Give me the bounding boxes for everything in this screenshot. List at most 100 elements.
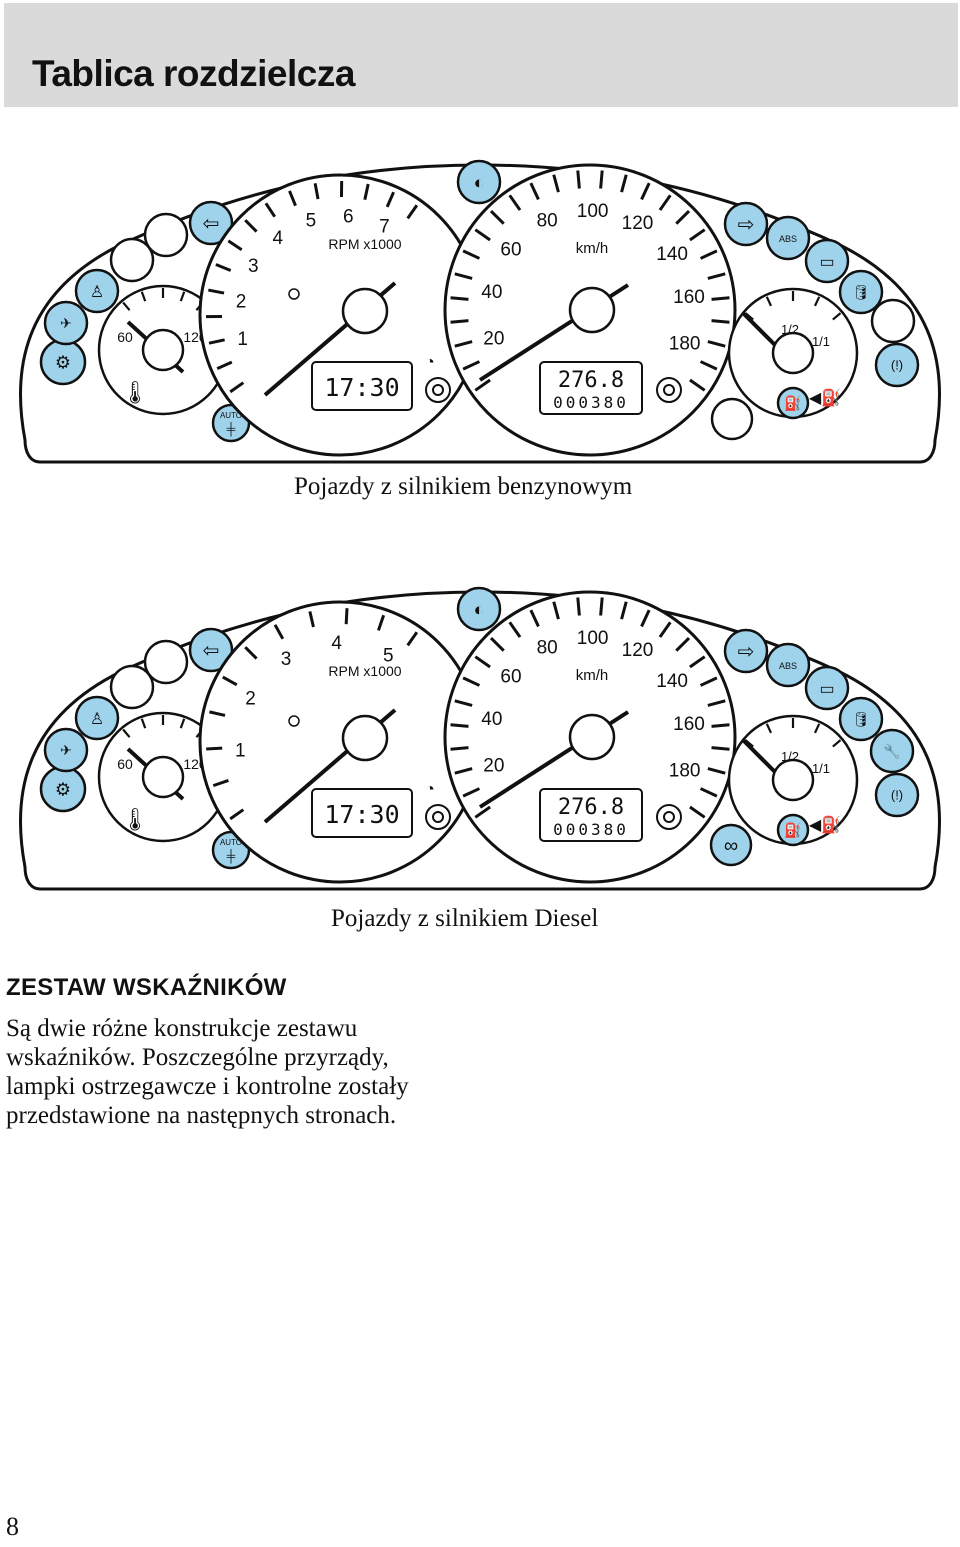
speedometer-tick: [699, 249, 718, 260]
speedometer-hub: [568, 713, 616, 761]
fuel-gauge-hub: [771, 331, 815, 375]
speedometer-tick: [711, 723, 730, 728]
fuel-mark-full: 1/1: [812, 761, 830, 776]
right-turn-signal-icon-glyph: ⇨: [738, 214, 755, 236]
speedometer-tick: [489, 636, 505, 652]
battery-lamp-icon-ring: [804, 665, 850, 711]
battery-lamp-icon-glyph: ▭: [819, 681, 834, 698]
speedometer-tick: [620, 601, 628, 620]
tachometer-tick: [264, 202, 276, 218]
speed-unit-label: km/h: [576, 240, 609, 257]
speedometer-tick: [454, 699, 473, 707]
temp-mark-low: 60: [117, 756, 133, 772]
trip-value: 276.8: [558, 368, 624, 393]
brake-warning-lamp-icon-ring: [874, 772, 920, 818]
clock-set-button-inner: [432, 811, 444, 823]
paragraph-line: Są dwie różne konstrukcje zestawu: [6, 1015, 358, 1042]
glow-plug-lamp-icon: ∞: [709, 823, 753, 867]
speedometer-tick: [599, 597, 604, 616]
tachometer-tick: [215, 263, 232, 272]
temp-gauge-tick: [140, 718, 147, 729]
blank-lamp: [109, 237, 155, 283]
coolant-temperature-icon: 🌡: [121, 380, 149, 405]
oil-pressure-lamp-icon: 🛢: [838, 269, 884, 315]
left-turn-signal-icon: ⇦: [188, 200, 234, 246]
right-turn-signal-icon-ring: [723, 201, 769, 247]
speedometer-tick: [707, 272, 726, 280]
tachometer-tick: [209, 710, 226, 717]
paragraph-line: lampki ostrzegawcze i kontrolne zostały: [6, 1073, 409, 1100]
speed-number: 60: [500, 240, 521, 261]
brake-warning-lamp-icon: (!): [874, 342, 920, 388]
fuel-gauge-tick: [813, 723, 821, 734]
odometer-value: 000380: [553, 820, 629, 839]
page-title: Tablica rozdzielcza: [32, 53, 355, 94]
tachometer-tick: [376, 614, 386, 631]
left-turn-signal-icon-ring: [188, 200, 234, 246]
brake-warning-lamp-icon-glyph: (!): [891, 788, 903, 803]
rpm-number: 4: [272, 228, 283, 249]
speedometer-tick: [529, 182, 540, 201]
speedometer-tick: [707, 340, 726, 348]
tachometer-tick: [212, 778, 229, 788]
left-turn-signal-icon-ring: [188, 627, 234, 673]
headlamp-lamp-icon-glyph: ◐: [474, 172, 485, 192]
service-wrench-lamp-icon: 🔧: [869, 728, 915, 774]
tachometer-hub: [341, 714, 389, 762]
service-wrench-lamp-icon-ring: [869, 728, 915, 774]
clock-display: [311, 788, 413, 838]
fuel-gauge-tick: [765, 296, 773, 307]
rpm-number: 5: [306, 210, 317, 231]
odometer-display: [539, 361, 643, 415]
speedometer-tick: [707, 767, 726, 775]
headlamp-lamp-icon: ◐: [456, 159, 502, 205]
speedometer-tick: [599, 170, 604, 189]
speedometer-tick: [454, 767, 473, 775]
right-turn-signal-icon-glyph: ⇨: [738, 641, 755, 663]
tachometer-tick: [222, 675, 238, 687]
rpm-number: 2: [236, 292, 247, 313]
coolant-temperature-icon: 🌡: [121, 807, 149, 832]
speedometer-tick: [711, 296, 730, 301]
fuel-gauge-tick: [832, 312, 842, 321]
temp-gauge-hub: [141, 755, 185, 799]
airbag-lamp-icon-glyph: ✈: [60, 315, 72, 331]
tachometer-tick: [313, 183, 320, 200]
speed-number: 80: [537, 211, 558, 232]
speed-number: 120: [622, 640, 654, 661]
tachometer-tick: [363, 183, 370, 200]
headlamp-lamp-icon-ring: [456, 159, 502, 205]
speed-unit-label: km/h: [576, 667, 609, 684]
speedometer-tick: [640, 182, 651, 201]
speedometer-tick: [675, 209, 691, 225]
brake-warning-lamp-icon-ring: [874, 342, 920, 388]
speed-number: 60: [500, 667, 521, 688]
low-fuel-lamp-icon: ⛽: [776, 386, 810, 420]
speedometer-tick: [462, 249, 481, 260]
auto-label: AUTO: [220, 838, 242, 847]
service-wrench-lamp-icon-glyph: 🔧: [883, 742, 900, 760]
oil-pressure-lamp-icon-ring: [838, 696, 884, 742]
battery-lamp-icon: ▭: [804, 665, 850, 711]
section-title: ZESTAW WSKAŹNIKÓW: [6, 974, 287, 1001]
engine-check-lamp-icon-glyph: ⚙: [55, 779, 71, 799]
tachometer-tick: [227, 239, 243, 251]
page-header: Tablica rozdzielcza: [4, 3, 958, 107]
speedometer-tick: [474, 378, 491, 392]
tachometer-tick: [229, 381, 245, 394]
tachometer-dial: [198, 173, 482, 457]
brake-warning-lamp-icon: (!): [874, 772, 920, 818]
tachometer-dot: [288, 288, 300, 300]
battery-lamp-icon-glyph: ▭: [819, 254, 834, 271]
speedometer-tick: [689, 655, 706, 669]
oil-pressure-lamp-icon: 🛢: [838, 696, 884, 742]
low-fuel-lamp-icon-ring: [776, 813, 810, 847]
temp-gauge-tick: [179, 718, 186, 729]
abs-lamp-icon-ring: [765, 642, 811, 688]
blank-lamp-ring: [870, 298, 916, 344]
tachometer-tick: [244, 219, 258, 233]
speedometer-tick: [689, 805, 706, 819]
speedometer-tick: [450, 296, 469, 301]
gear-icon: ╪: [226, 849, 236, 864]
